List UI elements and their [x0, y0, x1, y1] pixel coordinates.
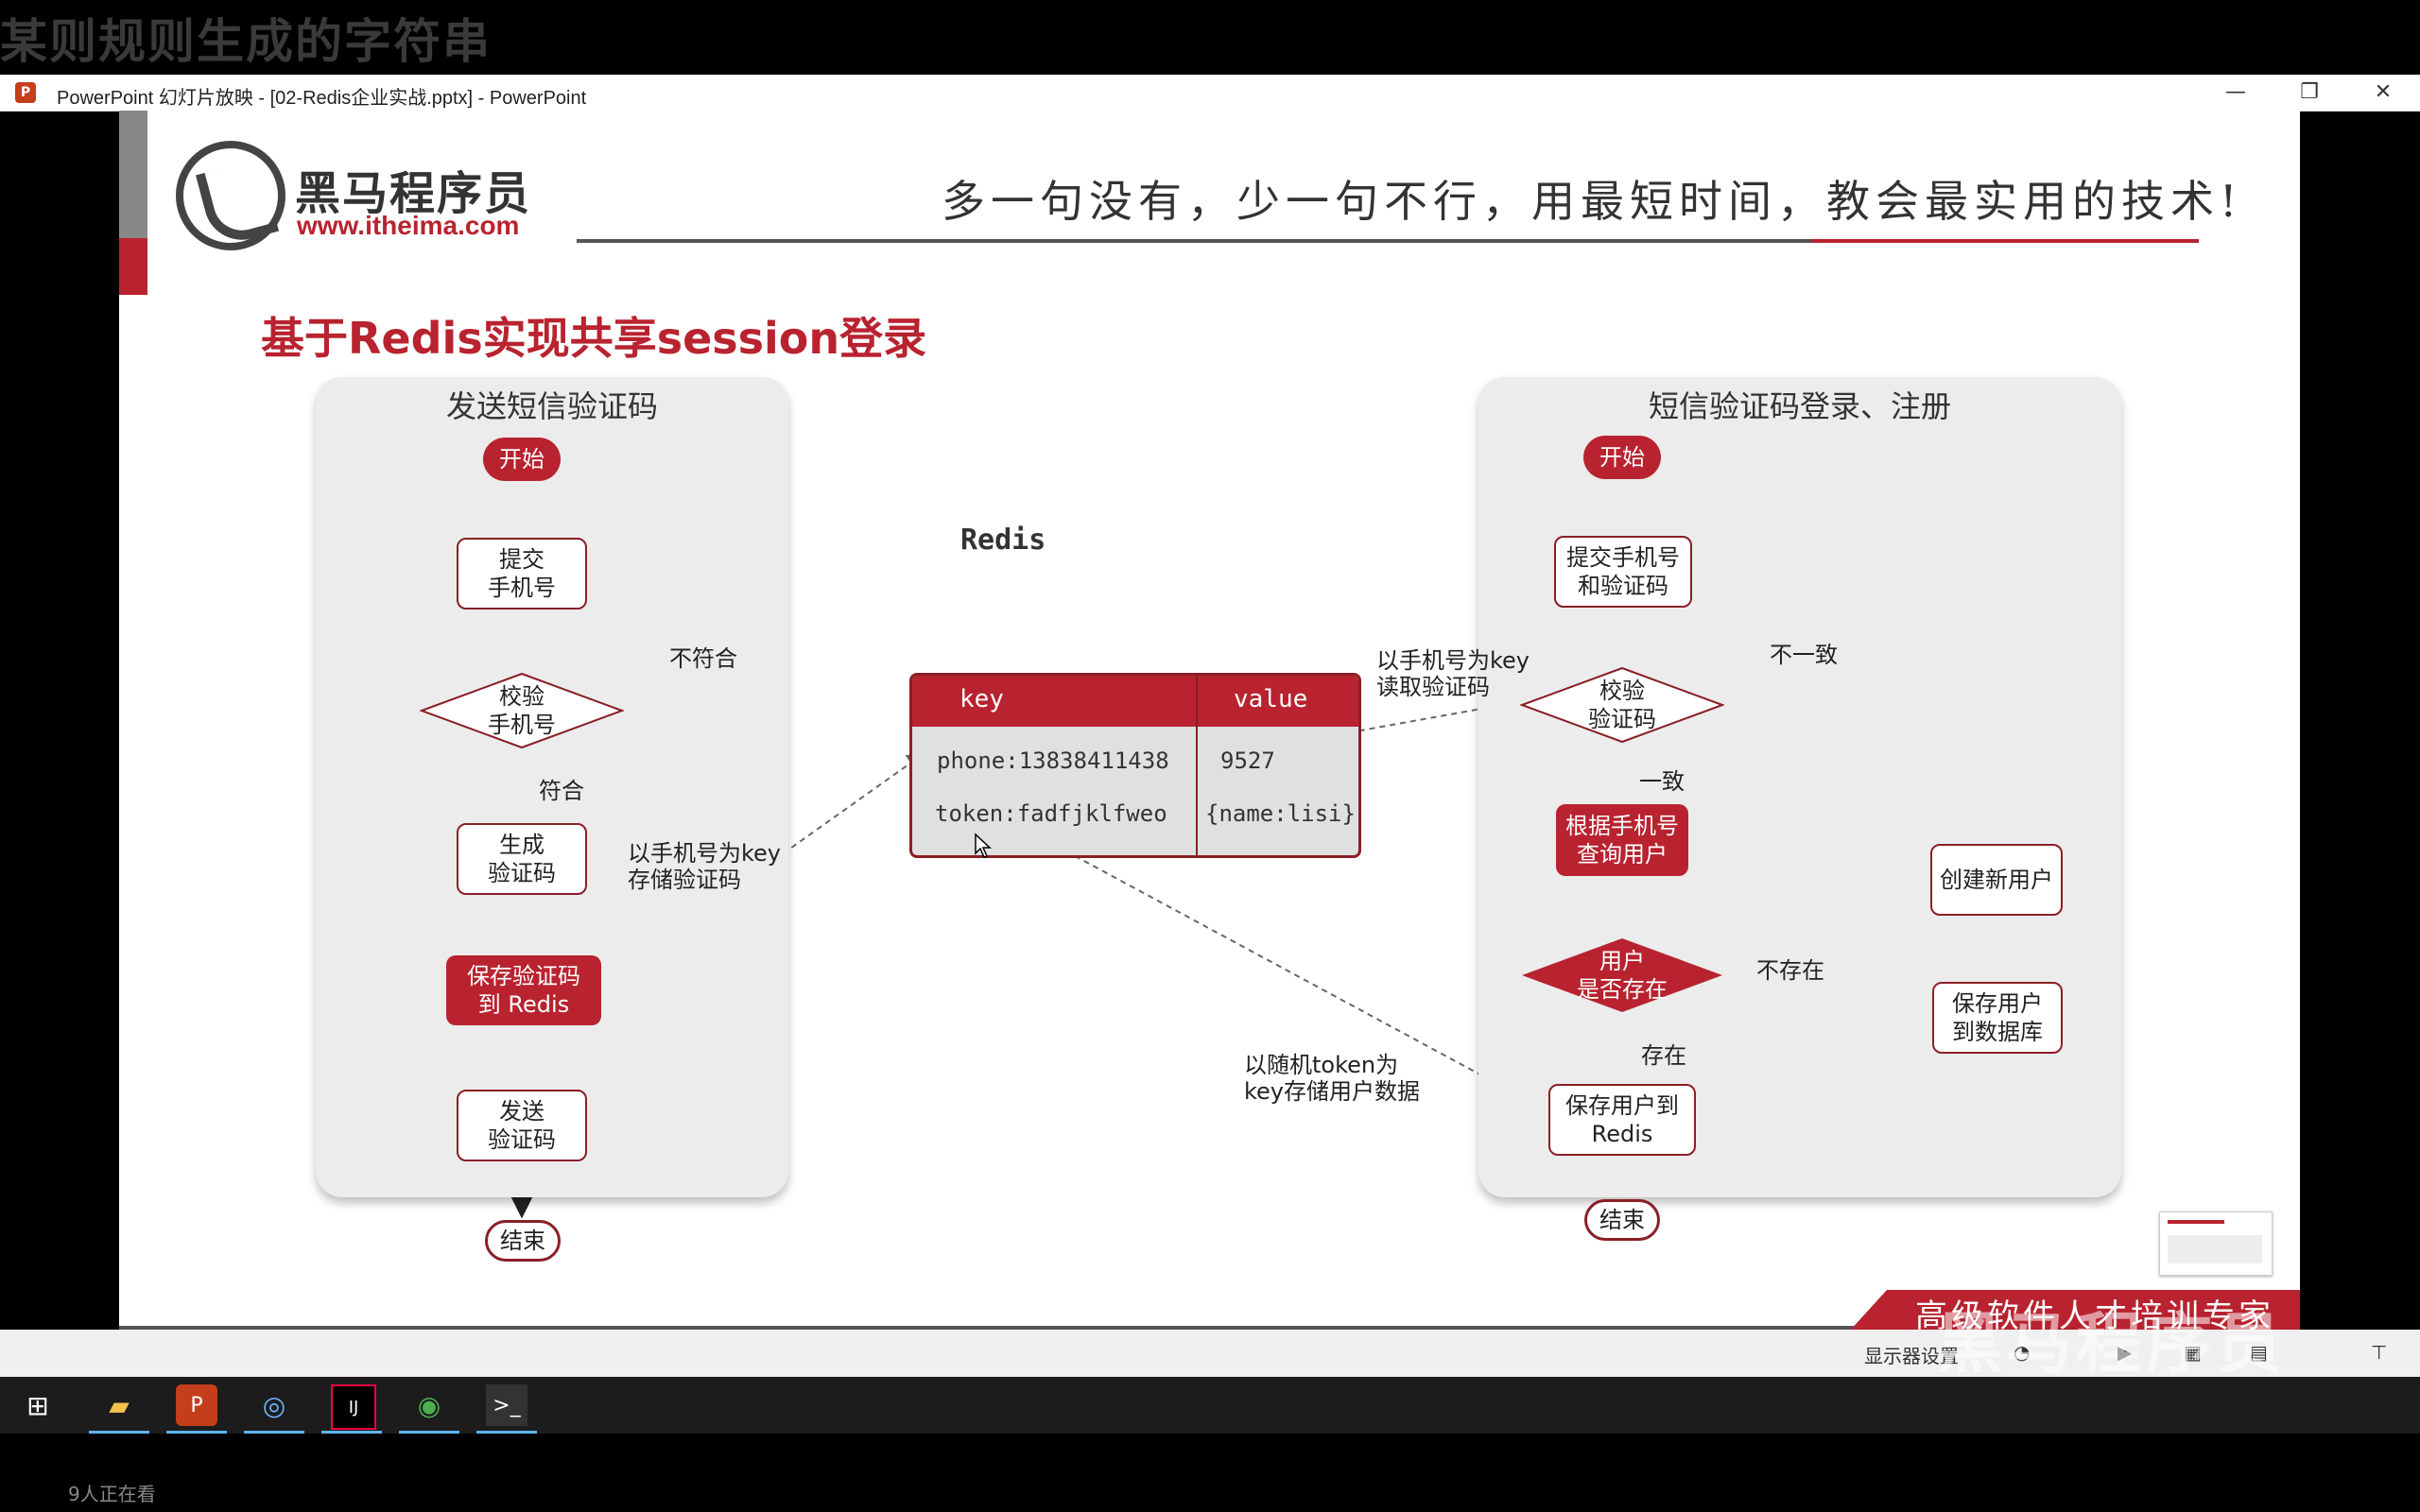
left-start-node: 开始 [483, 438, 561, 481]
redis-title: Redis [960, 524, 1046, 557]
token-store-hint: 以随机token为 key存储用户数据 [1244, 1052, 1421, 1105]
slogan: 多一句没有，少一句不行，用最短时间，教会最实用的技术! [942, 176, 2243, 227]
slide-accent-bar [119, 111, 147, 238]
query-user-node: 根据手机号 查询用户 [1556, 804, 1688, 876]
divider-accent [1811, 239, 2199, 243]
sms-login-panel [1478, 377, 2121, 1197]
logo-url: www.itheima.com [297, 211, 520, 240]
slide-title: 基于Redis实现共享session登录 [261, 313, 927, 364]
mouse-cursor-icon [975, 833, 992, 858]
match-label: 符合 [539, 778, 584, 804]
not-match-label: 不符合 [669, 645, 737, 672]
presenter-icon[interactable]: ⊤ [2371, 1341, 2388, 1364]
redis-table-header: key value [912, 676, 1358, 727]
right-end-node: 结束 [1584, 1199, 1660, 1241]
user-exists-diamond [1522, 938, 1722, 1012]
redis-table: key value phone:13838411438 9527 token:f… [909, 673, 1361, 858]
not-exist-label: 不存在 [1756, 957, 1824, 984]
send-sms-panel [316, 377, 788, 1197]
left-end-node: 结束 [485, 1220, 561, 1262]
logo-name: 黑马程序员 [295, 167, 532, 220]
slide-footer-text: 高级软件人才培训专家 [1915, 1297, 2274, 1330]
submit-phone-node: 提交 手机号 [457, 538, 587, 610]
file-explorer-icon[interactable]: ▰ [109, 1389, 130, 1421]
display-settings-button[interactable]: 显示器设置 [1864, 1345, 1959, 1367]
window-title: PowerPoint 幻灯片放映 - [02-Redis企业实战.pptx] -… [57, 88, 587, 109]
chrome-icon[interactable]: ◉ [417, 1389, 441, 1421]
generate-code-node: 生成 验证码 [457, 823, 587, 895]
verify-phone-node: 校验 手机号 [488, 683, 556, 738]
slide-footer-bar [119, 1326, 2300, 1330]
overlay-caption: 某则规则生成的字符串 [0, 14, 492, 69]
slide-sorter-icon[interactable]: ▦ [2184, 1341, 2202, 1364]
redis-row-value: 9527 [1220, 747, 1275, 774]
redis-row-value: {name:lisi} [1205, 800, 1356, 827]
user-exists-node: 用户 是否存在 [1577, 948, 1668, 1003]
save-code-redis-node: 保存验证码 到 Redis [446, 955, 601, 1025]
watermark: 黑马程序员 [1936, 1305, 2286, 1383]
submit-phone-code-node: 提交手机号 和验证码 [1554, 536, 1692, 608]
save-user-redis-node: 保存用户到 Redis [1548, 1084, 1696, 1156]
verify-phone-diamond [420, 672, 624, 749]
browser-app-icon[interactable]: ◎ [262, 1389, 286, 1421]
reading-view-icon[interactable]: ▤ [2250, 1341, 2268, 1364]
window-titlebar: P PowerPoint 幻灯片放映 - [02-Redis企业实战.pptx]… [0, 75, 2420, 112]
right-start-node: 开始 [1583, 436, 1661, 479]
redis-value-header: value [1234, 685, 1308, 713]
windows-taskbar: ⊞ ▰ P ◎ IJ ◉ >_ [0, 1377, 2420, 1434]
sms-login-panel-title: 短信验证码登录、注册 [1648, 388, 1951, 424]
powerpoint-taskbar-icon[interactable]: P [176, 1384, 217, 1426]
windows-start-icon[interactable]: ⊞ [26, 1389, 49, 1421]
redis-column-divider [1196, 676, 1198, 855]
divider [577, 239, 2199, 243]
send-code-node: 发送 验证码 [457, 1090, 587, 1161]
slideshow-statusbar: 显示器设置 ◔ ▶ ▦ ▤ ⊤ [0, 1330, 2420, 1377]
send-sms-panel-title: 发送短信验证码 [445, 388, 658, 424]
horse-logo-icon [176, 141, 285, 250]
consistent-label: 一致 [1639, 768, 1685, 795]
read-code-hint: 以手机号为key 读取验证码 [1376, 647, 1530, 700]
exist-label: 存在 [1641, 1042, 1686, 1069]
slide-accent-red [119, 238, 147, 295]
normal-view-icon[interactable]: ◔ [2014, 1341, 2031, 1364]
save-user-db-node: 保存用户 到数据库 [1932, 982, 2063, 1054]
intellij-icon[interactable]: IJ [331, 1384, 376, 1430]
create-user-node: 创建新用户 [1930, 844, 2063, 916]
close-button[interactable]: ✕ [2374, 80, 2393, 104]
slide-footer-accent [1849, 1290, 2300, 1330]
slide-canvas: 黑马程序员 www.itheima.com 多一句没有，少一句不行，用最短时间，… [119, 111, 2300, 1330]
redis-row-key: phone:13838411438 [937, 747, 1169, 774]
inconsistent-label: 不一致 [1770, 642, 1838, 668]
store-code-hint: 以手机号为key 存储验证码 [628, 840, 782, 893]
slide-thumbnail[interactable] [2159, 1211, 2273, 1276]
redis-row-key: token:fadfjklfweo [935, 800, 1167, 827]
terminal-icon[interactable]: >_ [486, 1384, 527, 1426]
restore-button[interactable]: ❐ [2300, 80, 2319, 104]
redis-key-header: key [959, 685, 1004, 713]
verify-code-diamond [1520, 666, 1724, 744]
powerpoint-icon: P [15, 82, 36, 103]
verify-code-node: 校验 验证码 [1588, 678, 1656, 732]
minimize-button[interactable]: — [2225, 80, 2246, 104]
viewer-count: 9人正在看 [68, 1483, 156, 1505]
slideshow-icon[interactable]: ▶ [2118, 1341, 2133, 1364]
